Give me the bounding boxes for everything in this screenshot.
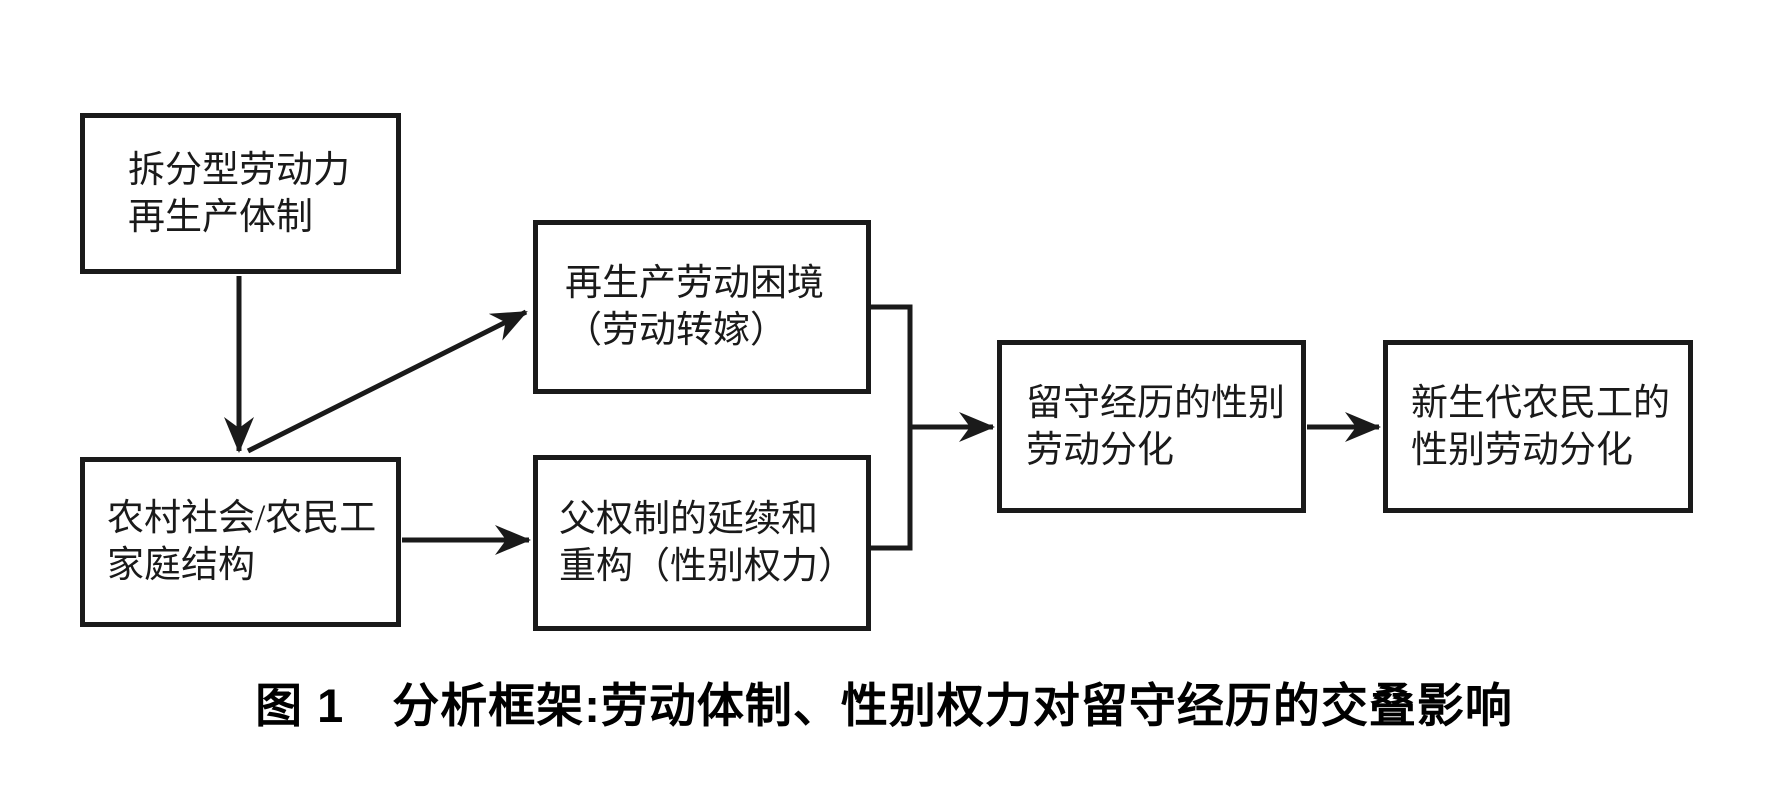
- figure-caption: 图 1 分析框架:劳动体制、性别权力对留守经历的交叠影响: [0, 680, 1768, 732]
- box-left-behind-gender-division: 留守经历的性别 劳动分化: [997, 340, 1306, 513]
- box-text-line: 再生产体制: [128, 196, 313, 238]
- box-text-line: 拆分型劳动力: [128, 149, 350, 191]
- box-split-labor-regime: 拆分型劳动力 再生产体制: [80, 113, 401, 274]
- box-text-line: （劳动转嫁）: [565, 310, 787, 351]
- figure-caption-label: 图 1: [255, 679, 345, 732]
- box-text-line: 性别劳动分化: [1411, 429, 1633, 471]
- box-text-line: 重构（性别权力）: [559, 546, 855, 587]
- box-reproductive-labor-dilemma: 再生产劳动困境 （劳动转嫁）: [533, 220, 871, 394]
- box-text-line: 留守经历的性别: [1026, 382, 1285, 424]
- box-text-line: 父权制的延续和: [559, 499, 818, 540]
- box-text-line: 农村社会/农民工: [107, 498, 377, 539]
- arrow-rural-to-reprod: [246, 309, 528, 454]
- box-text-line: 劳动分化: [1026, 429, 1174, 471]
- box-text-line: 再生产劳动困境: [565, 263, 824, 304]
- merge-bracket: [870, 304, 913, 551]
- box-text-line: 新生代农民工的: [1411, 382, 1670, 424]
- box-rural-family-structure: 农村社会/农民工 家庭结构: [80, 457, 401, 627]
- box-text-line: 家庭结构: [107, 545, 255, 586]
- box-new-generation-migrant: 新生代农民工的 性别劳动分化: [1383, 340, 1693, 513]
- figure-caption-text: 分析框架:劳动体制、性别权力对留守经历的交叠影响: [392, 679, 1513, 732]
- box-patriarchy-continuation: 父权制的延续和 重构（性别权力）: [533, 455, 871, 631]
